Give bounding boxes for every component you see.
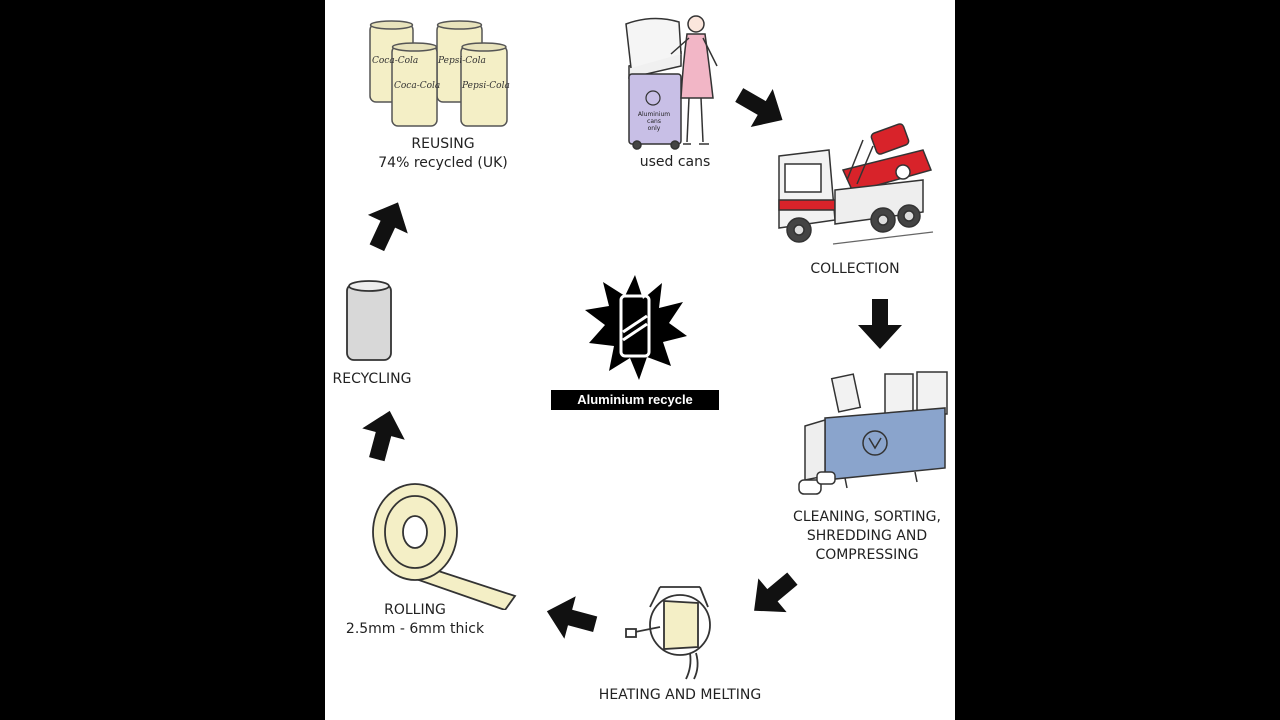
- collection-label: COLLECTION: [810, 261, 900, 277]
- bin-text-line: Aluminium: [638, 111, 670, 118]
- center-title: Aluminium recycle: [551, 390, 719, 410]
- rolling-sublabel: 2.5mm - 6mm thick: [345, 621, 485, 637]
- can-brand-label: Coca-Cola: [372, 56, 418, 66]
- flow-arrow-icon: [362, 410, 405, 462]
- flow-arrow-icon: [858, 299, 902, 349]
- bin-text-line: cans: [647, 118, 661, 125]
- reusing-sublabel: 74% recycled (UK): [378, 155, 508, 171]
- cleaning-label-line: CLEANING, SORTING,: [793, 509, 941, 525]
- cleaning-label-line: SHREDDING AND: [806, 528, 928, 544]
- flow-arrow-icon: [367, 202, 408, 252]
- sorting-machine-illustration: [798, 371, 948, 495]
- woman-with-bin-illustration: Aluminium cans only: [625, 15, 718, 150]
- diagram-panel: Coca-Cola Pepsi-Cola Coca-Cola Pepsi-Col…: [325, 0, 955, 720]
- reusing-label: REUSING: [411, 136, 475, 152]
- flow-arrow-icon: [735, 88, 783, 128]
- used-cans-label: used cans: [639, 154, 711, 170]
- flow-arrow-icon: [546, 596, 598, 639]
- recycling-truck-illustration: [778, 123, 934, 245]
- can-brand-label: Coca-Cola: [394, 81, 440, 91]
- can-brand-label: Pepsi-Cola: [437, 56, 486, 66]
- melting-crucible-illustration: [625, 586, 711, 680]
- can-brand-label: Pepsi-Cola: [461, 81, 510, 91]
- branded-cans-illustration: Coca-Cola Pepsi-Cola Coca-Cola Pepsi-Col…: [369, 20, 510, 127]
- rolling-label: ROLLING: [384, 602, 446, 618]
- cleaning-label-line: COMPRESSING: [815, 547, 919, 563]
- heating-label: HEATING AND MELTING: [598, 687, 762, 703]
- aluminium-recycle-emblem-icon: [585, 275, 687, 380]
- blank-can-illustration: [346, 280, 392, 361]
- bin-text-line: only: [648, 125, 661, 132]
- flow-arrow-icon: [754, 572, 798, 613]
- recycling-label: RECYCLING: [332, 371, 412, 387]
- aluminium-coil-illustration: [372, 483, 517, 610]
